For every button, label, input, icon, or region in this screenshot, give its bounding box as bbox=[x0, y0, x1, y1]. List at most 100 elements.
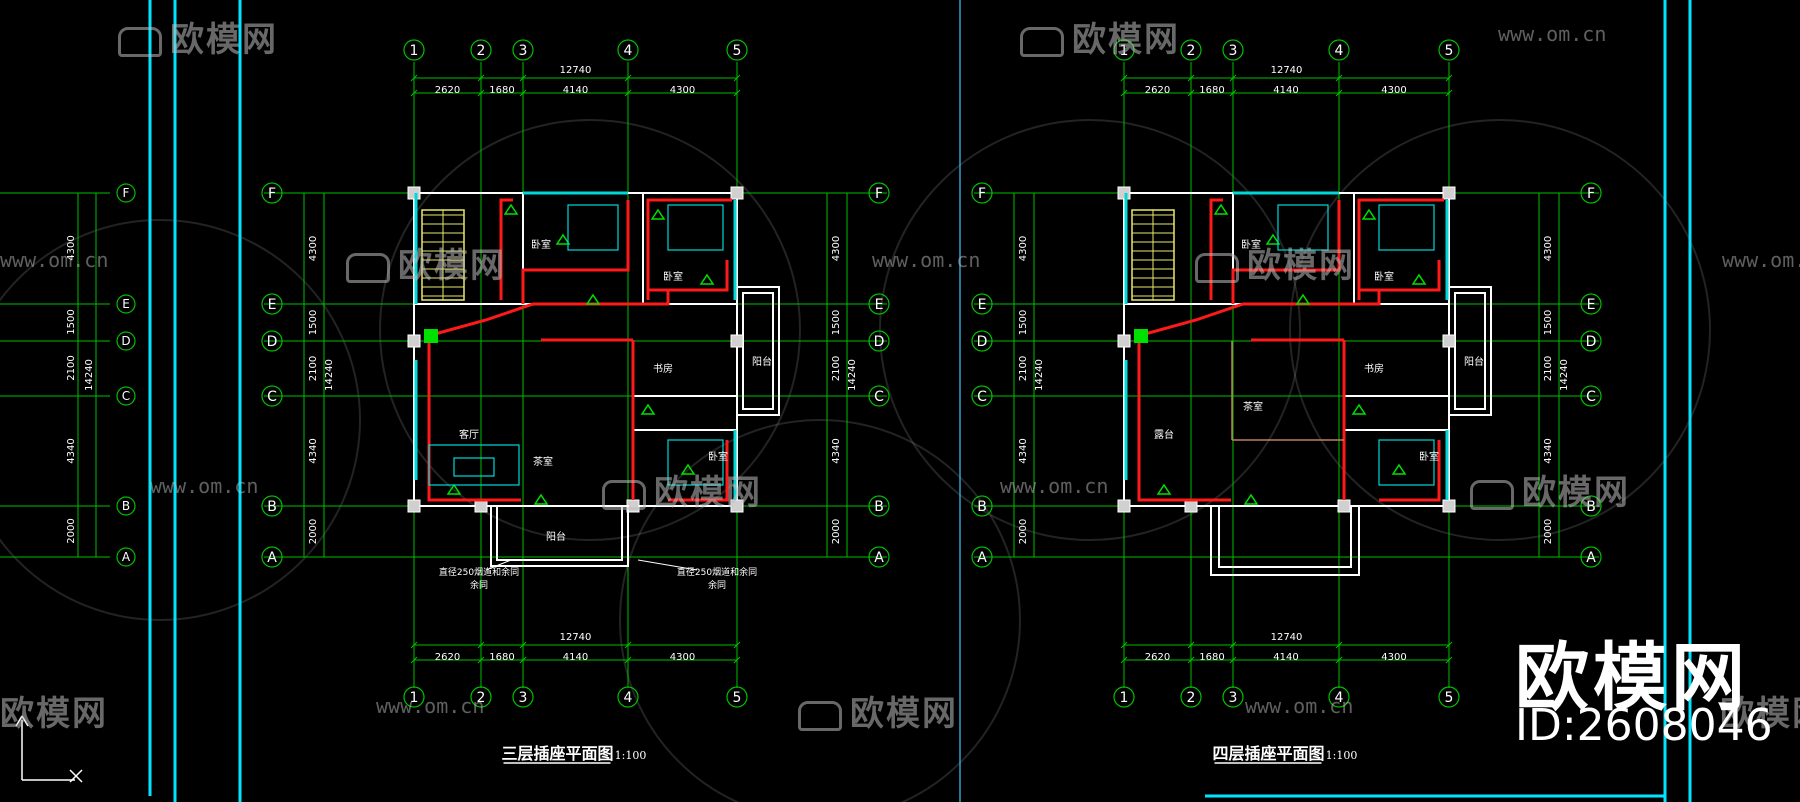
outlet-icon bbox=[533, 493, 549, 505]
dimension-tick bbox=[410, 89, 418, 97]
svg-text:2000: 2000 bbox=[66, 518, 77, 543]
grid-label: B bbox=[267, 499, 277, 515]
grid-bubble bbox=[868, 182, 890, 204]
dimension-text: 2100 bbox=[831, 356, 842, 381]
grid-bubble bbox=[1580, 293, 1602, 315]
dimension-text: 1680 bbox=[489, 652, 514, 663]
grid-label: A bbox=[1586, 550, 1596, 566]
grid-label: 1 bbox=[410, 690, 419, 706]
grid-bubble bbox=[1438, 686, 1460, 708]
grid-bubble bbox=[512, 686, 534, 708]
grid-label: 3 bbox=[1229, 43, 1238, 59]
grid-bubble bbox=[261, 546, 283, 568]
balcony-wall bbox=[496, 505, 623, 561]
svg-text:1500: 1500 bbox=[66, 309, 77, 334]
grid-label: F bbox=[268, 186, 276, 202]
dimension-tick bbox=[1445, 641, 1453, 649]
grid-label-left: F bbox=[123, 186, 130, 200]
dimension-text: 2000 bbox=[831, 519, 842, 544]
ucs-icon bbox=[15, 715, 83, 783]
watermark-logo-icon bbox=[346, 252, 390, 283]
dimension-tick bbox=[624, 656, 632, 664]
grid-label-left: D bbox=[121, 334, 130, 348]
outlet-icon bbox=[699, 273, 715, 285]
structural-column bbox=[1442, 334, 1456, 348]
room-label: 阳台 bbox=[1464, 355, 1484, 368]
dimension-tick bbox=[519, 641, 527, 649]
terrace-wall bbox=[1218, 506, 1352, 568]
room-label: 茶室 bbox=[533, 455, 553, 468]
dimension-total: 14240 bbox=[324, 359, 335, 391]
grid-bubble bbox=[1113, 686, 1135, 708]
dimension-text: 4300 bbox=[670, 652, 695, 663]
structural-column bbox=[474, 499, 488, 513]
watermark-url: www.om.cn bbox=[150, 474, 259, 498]
dimension-tick bbox=[519, 656, 527, 664]
svg-text:2100: 2100 bbox=[66, 355, 77, 380]
circuit-line bbox=[1359, 260, 1441, 292]
watermark-brand: 欧模网 bbox=[118, 12, 278, 61]
watermark-id: ID:2608046 bbox=[1515, 700, 1773, 751]
grid-bubble bbox=[971, 495, 993, 517]
grid-label: 3 bbox=[519, 43, 528, 59]
dimension-tick bbox=[1187, 89, 1195, 97]
dimension-text: 4340 bbox=[1543, 438, 1554, 463]
dimension-text: 1500 bbox=[1543, 310, 1554, 335]
grid-bubble bbox=[1328, 686, 1350, 708]
grid-label: B bbox=[874, 499, 884, 515]
grid-label: 2 bbox=[1187, 690, 1196, 706]
grid-label: 4 bbox=[1335, 43, 1344, 59]
dimension-tick bbox=[1335, 74, 1343, 82]
dimension-text: 2000 bbox=[308, 519, 319, 544]
dimension-text: 2100 bbox=[308, 356, 319, 381]
dimension-text: 4140 bbox=[1273, 85, 1298, 96]
structural-column bbox=[730, 499, 744, 513]
dimension-tick bbox=[1229, 74, 1237, 82]
grid-bubble bbox=[971, 385, 993, 407]
watermark-brand: 欧模网 bbox=[1020, 12, 1180, 61]
annotation-note: 直径250烟道和余同 bbox=[439, 566, 519, 578]
outlet-icon bbox=[1265, 233, 1281, 245]
grid-bubble bbox=[403, 39, 425, 61]
grid-bubble bbox=[261, 495, 283, 517]
dimension-text: 4300 bbox=[670, 85, 695, 96]
grid-bubble bbox=[261, 330, 283, 352]
watermark-logo-icon bbox=[1470, 479, 1514, 510]
dimension-total: 12740 bbox=[560, 632, 592, 643]
grid-bubble bbox=[868, 293, 890, 315]
balcony-wall bbox=[1454, 292, 1486, 410]
partial-plan-left: F E D C B A 4300 1500 2100 4340 2000 142… bbox=[0, 183, 136, 783]
structural-column bbox=[1442, 186, 1456, 200]
dimension-tick bbox=[624, 74, 632, 82]
grid-bubble bbox=[1580, 495, 1602, 517]
grid-bubble bbox=[1222, 39, 1244, 61]
watermark-brand: 欧模网 bbox=[1470, 465, 1630, 514]
grid-label: 5 bbox=[733, 690, 742, 706]
grid-bubble bbox=[726, 686, 748, 708]
grid-bubble bbox=[971, 546, 993, 568]
grid-label: 5 bbox=[1445, 690, 1454, 706]
grid-bubble bbox=[1580, 385, 1602, 407]
structural-column bbox=[1442, 499, 1456, 513]
grid-bubble bbox=[868, 546, 890, 568]
plan-title: 四层插座平面图 bbox=[1212, 744, 1324, 763]
grid-label-left: B bbox=[122, 499, 130, 513]
grid-bubble bbox=[261, 182, 283, 204]
structural-column bbox=[407, 499, 421, 513]
watermark-url: www.om.cn bbox=[1498, 22, 1607, 46]
svg-text:4300: 4300 bbox=[66, 235, 77, 260]
grid-bubble bbox=[868, 495, 890, 517]
dimension-tick bbox=[1335, 89, 1343, 97]
bed-icon bbox=[1378, 439, 1435, 486]
grid-bubble bbox=[1438, 39, 1460, 61]
circuit-line bbox=[1133, 290, 1381, 339]
structural-column bbox=[407, 334, 421, 348]
grid-label-left: C bbox=[122, 389, 130, 403]
grid-label: 1 bbox=[1120, 43, 1129, 59]
grid-label: D bbox=[977, 334, 988, 350]
structural-column bbox=[1337, 499, 1351, 513]
watermark-url: www.om.cn bbox=[0, 248, 109, 272]
dimension-text: 4340 bbox=[308, 438, 319, 463]
dimension-tick bbox=[733, 641, 741, 649]
